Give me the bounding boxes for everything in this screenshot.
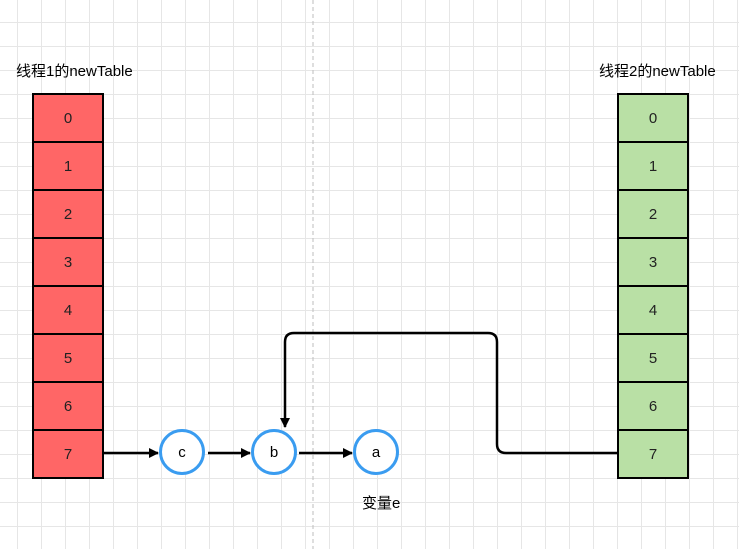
node-b: b bbox=[251, 429, 297, 475]
thread2-slot-6: 6 bbox=[619, 383, 687, 431]
thread1-slot-6: 6 bbox=[34, 383, 102, 431]
thread2-slot-0: 0 bbox=[619, 95, 687, 143]
thread2-slot-5: 5 bbox=[619, 335, 687, 383]
thread1-slot-3: 3 bbox=[34, 239, 102, 287]
arrow-thread2-slot7-to-b bbox=[280, 331, 617, 455]
thread2-slot-7: 7 bbox=[619, 431, 687, 477]
variable-e-label: 变量e bbox=[362, 495, 401, 512]
thread1-slot-4: 4 bbox=[34, 287, 102, 335]
thread1-slot-0: 0 bbox=[34, 95, 102, 143]
thread2-slot-1: 1 bbox=[619, 143, 687, 191]
thread1-slot-5: 5 bbox=[34, 335, 102, 383]
node-a: a bbox=[353, 429, 399, 475]
thread1-table-title: 线程1的newTable bbox=[16, 63, 133, 80]
thread2-slot-2: 2 bbox=[619, 191, 687, 239]
thread1-slot-2: 2 bbox=[34, 191, 102, 239]
node-c: c bbox=[159, 429, 205, 475]
thread1-slot-7: 7 bbox=[34, 431, 102, 477]
thread2-newtable: 0 1 2 3 4 5 6 7 bbox=[617, 93, 689, 479]
thread2-table-title: 线程2的newTable bbox=[599, 63, 716, 80]
thread2-slot-3: 3 bbox=[619, 239, 687, 287]
thread1-newtable: 0 1 2 3 4 5 6 7 bbox=[32, 93, 104, 479]
thread2-slot-4: 4 bbox=[619, 287, 687, 335]
thread1-slot-1: 1 bbox=[34, 143, 102, 191]
